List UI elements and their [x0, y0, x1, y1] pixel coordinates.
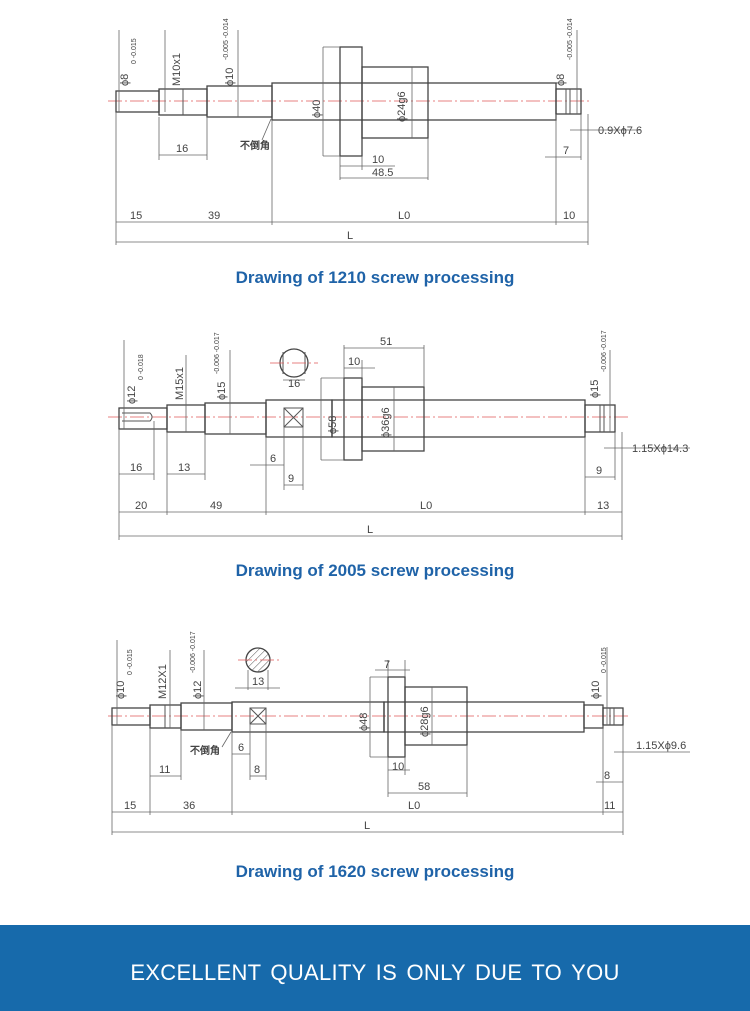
thread-label: M12X1 [157, 664, 169, 699]
groove-len-label: 9 [596, 465, 602, 477]
flange-label: ϕ40 [311, 100, 323, 118]
drawing-1620-svg: 13 ϕ10 0 -0.015 M12X1 ϕ12 -0.006 -0.017 … [108, 631, 690, 835]
flange-w-label: 10 [372, 154, 384, 166]
d-end-label: ϕ12 [126, 386, 138, 404]
footer-slogan: EXCELLENT QUALITY IS ONLY DUE TO YOU [130, 960, 620, 985]
thread-label: M10x1 [171, 53, 183, 86]
groove-len-label: 7 [563, 145, 569, 157]
flange-top-label: 7 [384, 659, 390, 671]
d-bearing-label: ϕ10 [224, 68, 236, 86]
nut-body [361, 66, 429, 139]
nut-label: ϕ36g6 [380, 407, 392, 438]
len-a-label: 15 [130, 210, 142, 222]
drawing-1210: ϕ8 0 -0.015 M10x1 ϕ10 -0.005 -0.014 ϕ40 … [0, 0, 750, 260]
flange-label: ϕ58 [327, 416, 339, 434]
len-b-label: 39 [208, 210, 220, 222]
nut-len-label: 48.5 [372, 167, 393, 179]
section-label: 16 [288, 378, 300, 390]
d-end-tol: 0 -0.015 [127, 649, 134, 675]
groove-label: 1.15Xϕ14.3 [632, 443, 688, 455]
bearing-section [204, 402, 267, 435]
shaft-right-end [555, 88, 582, 115]
shaft-mid-right [583, 704, 604, 729]
shaft-end [111, 707, 151, 726]
chamfer-note: 不倒角 [240, 139, 270, 152]
nut-body [361, 386, 425, 452]
len-mid-label: L0 [398, 210, 410, 222]
nut-flange [339, 46, 363, 157]
nut-label: ϕ24g6 [396, 91, 408, 122]
len-mid-label: L0 [408, 800, 420, 812]
d-bearing-tol: -0.006 -0.017 [214, 332, 221, 374]
nut-flange [343, 377, 363, 461]
groove-len-label: 8 [604, 770, 610, 782]
section-label: 13 [252, 676, 264, 688]
len-c-label: 11 [604, 800, 615, 812]
len-b-label: 49 [210, 500, 222, 512]
square-section [265, 399, 333, 438]
key-len-label: 16 [130, 462, 142, 474]
d-end-tol: 0 -0.015 [131, 38, 138, 64]
len-a-label: 15 [124, 800, 136, 812]
drawing-1620: 13 ϕ10 0 -0.015 M12X1 ϕ12 -0.006 -0.017 … [0, 625, 750, 850]
shaft-end [115, 90, 160, 113]
keyway [122, 412, 153, 422]
bearing-section [206, 85, 273, 118]
d-end-label: ϕ10 [115, 681, 127, 699]
d-bearing-label: ϕ12 [192, 681, 204, 699]
thread-len-label: 13 [178, 462, 190, 474]
len-total-label: L [347, 230, 353, 242]
d-end-tol: 0 -0.018 [138, 354, 145, 380]
nut-flange [387, 676, 406, 758]
d-right-label: ϕ15 [589, 380, 601, 398]
bearing-section [180, 702, 233, 731]
drawing-1210-svg: ϕ8 0 -0.015 M10x1 ϕ10 -0.005 -0.014 ϕ40 … [108, 18, 642, 245]
d-right-tol: 0 -0.015 [601, 647, 608, 673]
d-right-label: ϕ8 [555, 74, 567, 86]
shaft-end [118, 407, 168, 430]
sq-b-label: 8 [254, 764, 260, 776]
len-mid-label: L0 [420, 500, 432, 512]
flange-label: ϕ48 [358, 713, 370, 731]
sq-a-label: 6 [238, 742, 244, 754]
caption-1620: Drawing of 1620 screw processing [235, 862, 515, 881]
drawing-2005-svg: 16 ϕ12 0 -0.018 M15x1 ϕ15 -0.006 -0.017 … [108, 330, 690, 540]
d-bearing-label: ϕ15 [216, 382, 228, 400]
screw-body [383, 701, 585, 733]
d-right-tol: -0.005 -0.014 [567, 18, 574, 60]
len-c-label: 13 [597, 500, 609, 512]
thread-len-label: 11 [159, 764, 170, 776]
thread-label: M15x1 [174, 367, 186, 400]
nut-len-label: 58 [418, 781, 430, 793]
nut-label: ϕ28g6 [419, 706, 431, 737]
len-total-label: L [367, 524, 373, 536]
d-bearing-tol: -0.006 -0.017 [190, 631, 197, 673]
nut-len-label: 51 [380, 336, 392, 348]
sq-b-label: 9 [288, 473, 294, 485]
len-a-label: 20 [135, 500, 147, 512]
d-right-tol: -0.006 -0.017 [601, 330, 608, 372]
d-end-label: ϕ8 [119, 74, 131, 86]
shaft-right-end [602, 707, 624, 726]
sq-a-label: 6 [270, 453, 276, 465]
d-right-label: ϕ10 [590, 681, 602, 699]
groove-label: 0.9Xϕ7.6 [598, 125, 642, 137]
nut-body [404, 686, 468, 746]
caption-2005: Drawing of 2005 screw processing [235, 561, 515, 580]
len-c-label: 10 [563, 210, 575, 222]
flange-w-label: 10 [392, 761, 404, 773]
drawing-2005: 16 ϕ12 0 -0.018 M15x1 ϕ15 -0.006 -0.017 … [0, 320, 750, 550]
footer-banner: EXCELLENT QUALITY IS ONLY DUE TO YOU [0, 925, 750, 1011]
d-bearing-tol: -0.005 -0.014 [223, 18, 230, 60]
caption-1210: Drawing of 1210 screw processing [235, 268, 515, 287]
chamfer-note: 不倒角 [190, 744, 220, 757]
flange-w-label: 10 [348, 356, 360, 368]
len-b-label: 36 [183, 800, 195, 812]
screw-body [331, 399, 586, 438]
groove-label: 1.15Xϕ9.6 [636, 740, 686, 752]
len-total-label: L [364, 820, 370, 832]
thread-len-label: 16 [176, 143, 188, 155]
